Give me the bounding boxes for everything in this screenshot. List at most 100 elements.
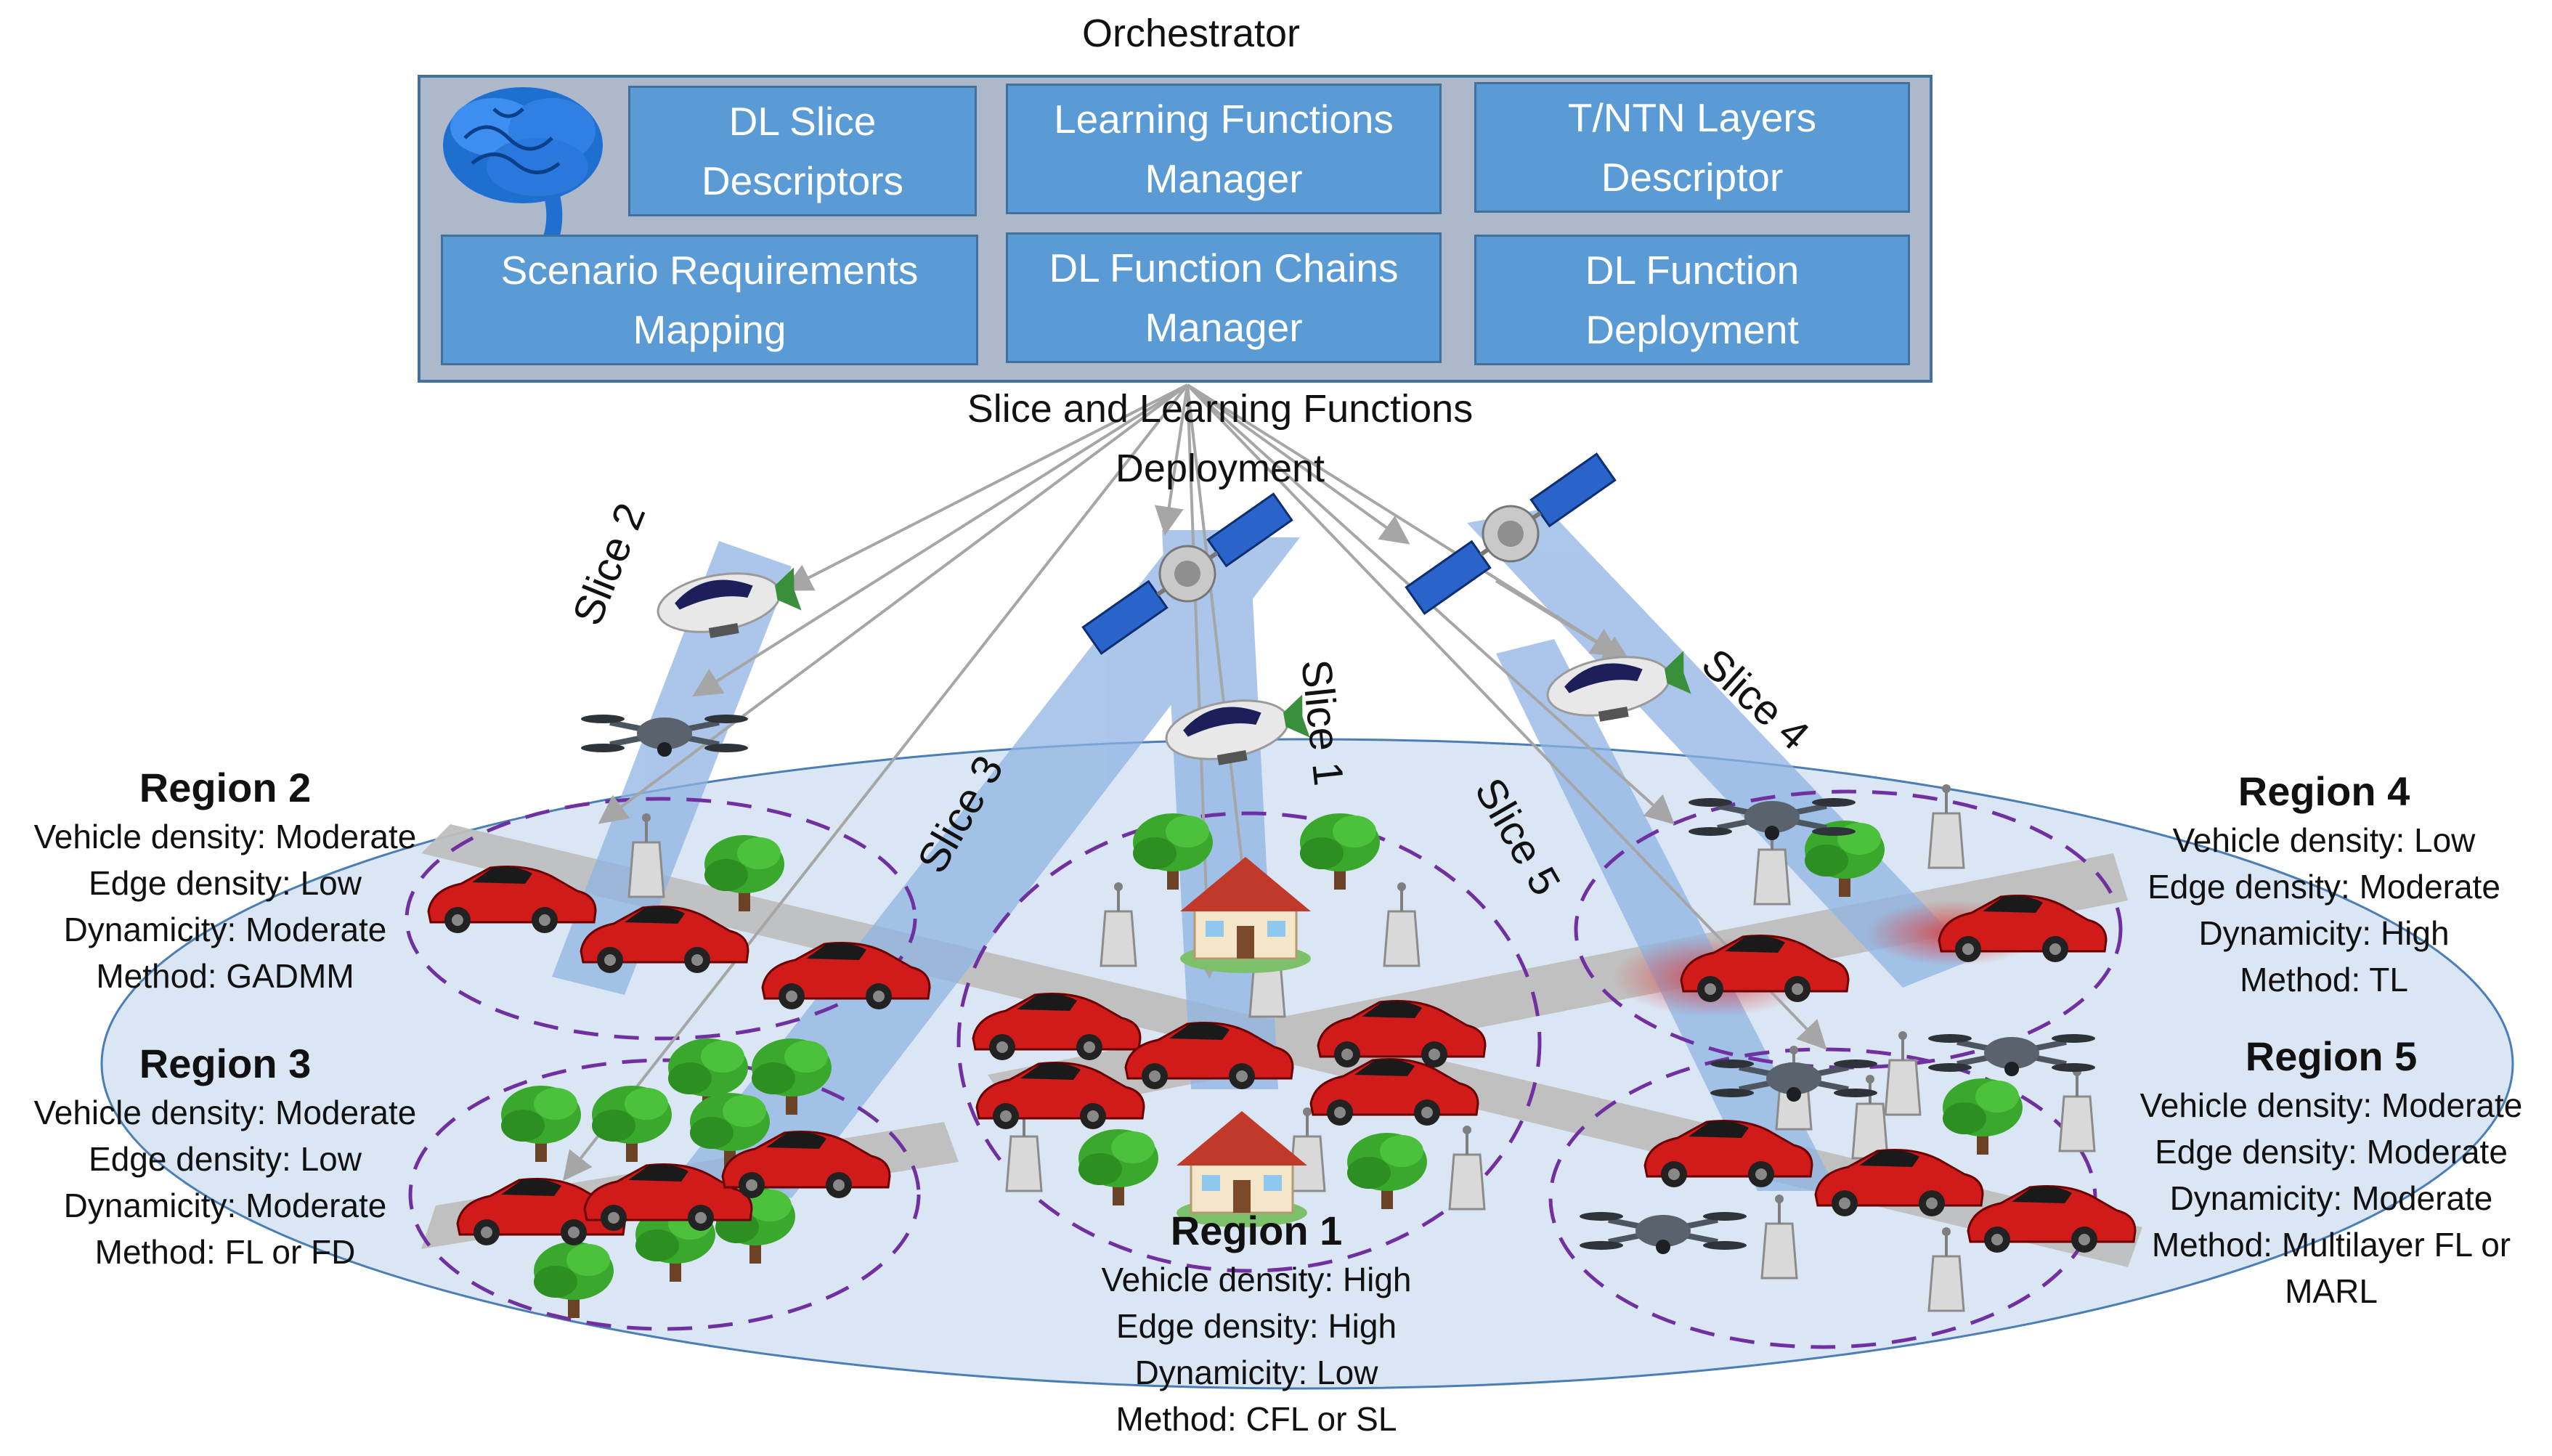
tower-icon: [1100, 882, 1137, 967]
tower-icon: [1927, 1227, 1965, 1312]
region-5-line: Method: Multilayer FL or: [2151, 1226, 2511, 1264]
deployment-arrow: [1186, 384, 1258, 899]
deployment-arrow: [598, 383, 1189, 824]
region-1-info: Region 1 Vehicle density: High Edge dens…: [1039, 1205, 1474, 1442]
trees: [501, 813, 2023, 1318]
region-4-line: Vehicle density: Low: [2172, 821, 2476, 859]
box-line: Scenario Requirements: [500, 248, 919, 293]
deployment-label-line2: Deployment: [1115, 447, 1325, 490]
slice-3-beam: [683, 537, 1300, 1198]
deployment-arrow: [1495, 579, 1632, 664]
drone-icon: [1580, 1212, 1747, 1254]
tree-icon: [1078, 1129, 1158, 1205]
car-icon: [1643, 1120, 1813, 1187]
region-4-title: Region 4: [2238, 768, 2410, 814]
tree-icon: [704, 835, 784, 911]
car-icon: [427, 866, 597, 933]
deployment-arrow: [692, 383, 1189, 697]
car-icon: [583, 1163, 753, 1231]
region-5-line: Vehicle density: Moderate: [2139, 1086, 2523, 1124]
drone-icon: [1710, 1060, 1877, 1102]
car-icon: [1317, 1000, 1487, 1067]
house-icon: [1177, 1111, 1307, 1227]
region-1-line: Vehicle density: High: [1101, 1261, 1412, 1298]
tree-icon: [1943, 1078, 2023, 1155]
deployment-arrow: [1186, 383, 1621, 657]
tree-icon: [1300, 813, 1380, 890]
region-5-title: Region 5: [2245, 1033, 2418, 1079]
box-line: Learning Functions: [1054, 97, 1394, 142]
satellite-icon: [1081, 492, 1293, 655]
car-icon: [1309, 1058, 1479, 1126]
region-1-title: Region 1: [1170, 1208, 1343, 1253]
tower-icon: [1448, 1126, 1486, 1211]
tree-icon: [501, 1086, 581, 1162]
region-3-title: Region 3: [139, 1041, 312, 1086]
car-icon: [1967, 1185, 2137, 1253]
region-5-info: Region 5 Vehicle density: Moderate Edge …: [2113, 1031, 2549, 1314]
region-3-line: Edge density: Low: [89, 1140, 362, 1178]
region-5-line: MARL: [2285, 1272, 2378, 1310]
houses: [1177, 857, 1311, 1227]
region-4-info: Region 4 Vehicle density: Low Edge densi…: [2106, 766, 2542, 1003]
tree-icon: [1133, 813, 1213, 890]
box-line: DL Slice: [728, 99, 877, 144]
box-line: Deployment: [1585, 307, 1799, 352]
deployment-arrow: [1186, 383, 1827, 1050]
region-3-line: Vehicle density: Moderate: [33, 1094, 417, 1131]
airship-icon: [657, 567, 802, 638]
drone-icon: [1689, 798, 1856, 840]
car-icon: [1938, 895, 2108, 962]
box-line: Manager: [1145, 156, 1303, 201]
region-4-line: Dynamicity: High: [2198, 914, 2450, 952]
car-icon: [1124, 1022, 1294, 1089]
region-2-info: Region 2 Vehicle density: Moderate Edge …: [7, 762, 443, 999]
tower-icon: [1927, 784, 1965, 869]
house-icon: [1180, 857, 1311, 973]
tree-icon: [592, 1086, 672, 1162]
deployment-arrow: [1186, 384, 1223, 979]
tower-icon: [1884, 1031, 1922, 1116]
airship-icon: [1165, 694, 1310, 765]
region-5-line: Edge density: Moderate: [2155, 1133, 2508, 1171]
box-line: DL Function: [1585, 248, 1800, 293]
region-2-line: Method: GADMM: [96, 957, 354, 995]
box-line: DL Function Chains: [1049, 245, 1399, 290]
tower-icon: [1383, 882, 1421, 967]
tree-icon: [752, 1038, 832, 1115]
drone-icon: [581, 715, 748, 757]
region-1-line: Method: CFL or SL: [1116, 1400, 1397, 1438]
towers: [627, 784, 2096, 1312]
box-line: Manager: [1145, 305, 1303, 350]
brain-icon: [443, 87, 603, 258]
region-1-line: Dynamicity: Low: [1134, 1354, 1378, 1391]
deployment-arrow: [1186, 383, 1410, 545]
satellite-icon: [1405, 452, 1617, 615]
region-3-info: Region 3 Vehicle density: Moderate Edge …: [7, 1038, 443, 1275]
airships: [657, 567, 1691, 765]
region-2-line: Edge density: Low: [89, 864, 362, 902]
deployment-label: Slice and Learning Functions Deployment: [893, 379, 1547, 498]
car-icon: [761, 942, 931, 1009]
cars: [427, 866, 2137, 1253]
deployment-arrow: [782, 383, 1188, 591]
drones: [581, 715, 2095, 1254]
region-3-line: Method: FL or FD: [94, 1233, 356, 1271]
tree-icon: [1347, 1133, 1427, 1209]
region-3-circle: [408, 1058, 921, 1331]
deployment-arrow: [1154, 384, 1189, 536]
airship-icon: [1546, 651, 1691, 722]
satellites: [1081, 452, 1617, 655]
car-icon: [580, 906, 749, 973]
orchestrator-title: Orchestrator: [1081, 12, 1301, 55]
region-2-line: Dynamicity: Moderate: [63, 911, 387, 948]
drone-icon: [1928, 1034, 2095, 1076]
box-line: Descriptor: [1601, 155, 1784, 200]
deployment-label-line1: Slice and Learning Functions: [967, 387, 1474, 431]
